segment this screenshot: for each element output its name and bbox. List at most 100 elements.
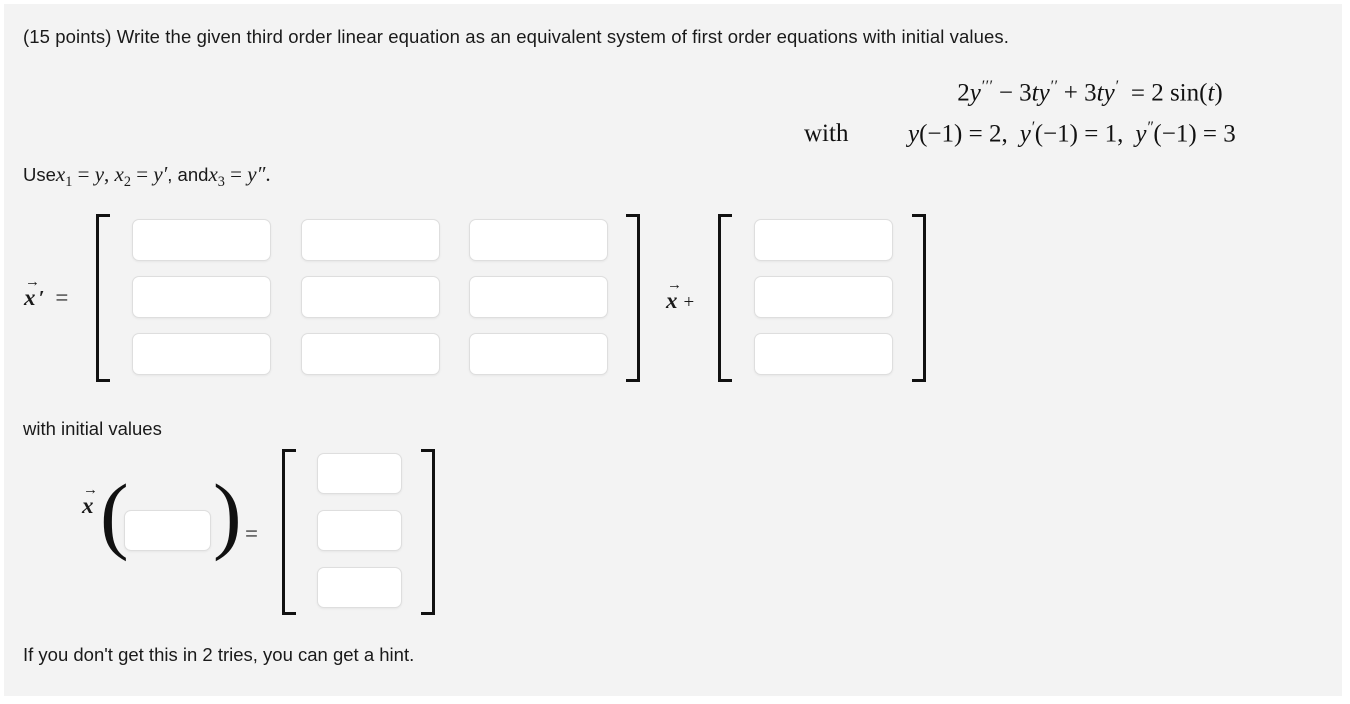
- hint-text: If you don't get this in 2 tries, you ca…: [23, 644, 415, 665]
- x-vector-symbol: →x: [24, 275, 40, 310]
- ic1-argument: (−1): [919, 120, 963, 148]
- initial-bracket-left: [282, 449, 296, 615]
- y-first-primes: ′: [1114, 78, 1119, 95]
- x3-symbol: x: [208, 162, 218, 186]
- sine-function: sin(: [1169, 79, 1208, 107]
- matrix-cell-r1c3[interactable]: [469, 219, 608, 261]
- forcing-bracket-left: [718, 214, 732, 382]
- ic3-function: y: [1135, 120, 1147, 148]
- plus-operator: +: [683, 292, 695, 313]
- ic1-equals: =: [968, 120, 983, 148]
- ic1-function: y: [908, 120, 920, 148]
- x-vector-plus-label: →x+: [666, 278, 695, 314]
- ic3-argument: (−1): [1153, 120, 1197, 148]
- matrix-cell-r1c1[interactable]: [132, 219, 271, 261]
- sub-value-3: y″: [247, 162, 266, 186]
- matrix-cell-r2c1[interactable]: [132, 276, 271, 318]
- matrix-cell-r2c2[interactable]: [301, 276, 440, 318]
- matrix-bracket-left: [96, 214, 110, 382]
- initial-time-input[interactable]: [124, 510, 211, 551]
- sub-equals-3: =: [224, 162, 248, 186]
- equation-block: 2y′′′ − 3ty′′ + 3ty′ = 2 sin(t) with y(−…: [804, 70, 1324, 151]
- forcing-cell-r2[interactable]: [754, 276, 893, 318]
- differential-equation: 2y′′′ − 3ty′′ + 3ty′ = 2 sin(t): [804, 70, 1324, 111]
- ic3-value: 3: [1223, 120, 1236, 148]
- ic2-separator: ,: [1117, 120, 1124, 148]
- sub-period: .: [265, 162, 271, 186]
- equals-sign: =: [1130, 79, 1145, 107]
- initial-cell-r3[interactable]: [317, 567, 402, 608]
- coef-y3: 2: [957, 79, 970, 107]
- x-vector-symbol-3: →x: [82, 483, 98, 518]
- initial-conditions-line: with y(−1) = 2, y′(−1) = 1, y″(−1) = 3: [804, 111, 1324, 152]
- t-factor-1: t: [1096, 79, 1104, 107]
- x-prime-label: →x′ =: [24, 275, 69, 311]
- x-letter: x: [24, 285, 36, 310]
- sub-equals-1: =: [72, 162, 95, 186]
- x-of-label: →x: [82, 483, 98, 519]
- t-factor-2: t: [1031, 79, 1039, 107]
- initial-condition-3: y″(−1) = 3: [1135, 111, 1235, 152]
- initial-equals-sign: =: [245, 521, 258, 546]
- vector-arrow-icon-3: →: [83, 482, 98, 498]
- ic2-argument: (−1): [1034, 120, 1078, 148]
- rhs-coefficient: 2: [1151, 79, 1164, 107]
- sub-value-2: y′: [153, 162, 168, 186]
- matrix-cell-r2c3[interactable]: [469, 276, 608, 318]
- initial-values-label: with initial values: [23, 418, 162, 439]
- ic2-value: 1: [1104, 120, 1118, 148]
- x1-symbol: x: [55, 162, 66, 186]
- forcing-cell-r1[interactable]: [754, 219, 893, 261]
- use-label: Use: [23, 164, 56, 185]
- x-vector-symbol-2: →x: [666, 278, 682, 313]
- matrix-cell-r3c2[interactable]: [301, 333, 440, 375]
- matrix-bracket-right: [626, 214, 640, 382]
- sub-equals-2: =: [131, 162, 154, 186]
- matrix-cell-r1c2[interactable]: [301, 219, 440, 261]
- initial-condition-2: y′(−1) = 1,: [1020, 111, 1124, 152]
- vector-arrow-icon-2: →: [667, 277, 682, 293]
- ic1-separator: ,: [1001, 120, 1008, 148]
- matrix-cell-r3c3[interactable]: [469, 333, 608, 375]
- system-equals-sign: =: [55, 285, 69, 310]
- sub-comma-2: , and: [167, 164, 209, 185]
- y-second: y: [1038, 79, 1050, 107]
- coef-y2: 3: [1019, 79, 1032, 107]
- coef-y1: 3: [1084, 79, 1097, 107]
- minus-sign: −: [998, 79, 1013, 107]
- initial-condition-1: y(−1) = 2,: [908, 111, 1008, 152]
- problem-page: (15 points) Write the given third order …: [4, 4, 1342, 696]
- matrix-cell-r3c1[interactable]: [132, 333, 271, 375]
- y-third-primes: ′′′: [980, 78, 993, 95]
- prime-mark: ′: [38, 286, 45, 310]
- rhs-close-paren: ): [1214, 79, 1223, 107]
- forcing-bracket-right: [912, 214, 926, 382]
- sub-value-1: y: [94, 162, 105, 186]
- y-first: y: [1103, 79, 1115, 107]
- forcing-cell-r3[interactable]: [754, 333, 893, 375]
- ic1-value: 2: [988, 120, 1002, 148]
- close-paren: ): [213, 466, 242, 562]
- rhs-variable: t: [1207, 79, 1215, 107]
- x2-symbol: x: [114, 162, 124, 186]
- ic2-equals: =: [1084, 120, 1099, 148]
- initial-cell-r2[interactable]: [317, 510, 402, 551]
- ic2-primes: ′: [1030, 118, 1035, 136]
- ic3-primes: ″: [1146, 118, 1154, 136]
- ic2-function: y: [1019, 120, 1031, 148]
- initial-cell-r1[interactable]: [317, 453, 402, 494]
- substitution-line: Use x1 = y, x2 = y′ , and x3 = y″.: [23, 162, 271, 191]
- x-letter-3: x: [82, 493, 94, 518]
- vector-arrow-icon: →: [25, 274, 40, 290]
- ic3-equals: =: [1202, 120, 1218, 148]
- sub-comma-1: ,: [104, 162, 115, 186]
- x2-subscript: 2: [123, 174, 132, 191]
- initial-bracket-right: [421, 449, 435, 615]
- y-second-primes: ′′: [1049, 78, 1058, 95]
- open-paren: (: [100, 466, 129, 562]
- y-third: y: [969, 79, 981, 107]
- problem-prompt: (15 points) Write the given third order …: [23, 26, 1009, 47]
- plus-sign: +: [1063, 79, 1078, 107]
- with-label: with: [804, 120, 849, 148]
- x3-subscript: 3: [217, 174, 225, 191]
